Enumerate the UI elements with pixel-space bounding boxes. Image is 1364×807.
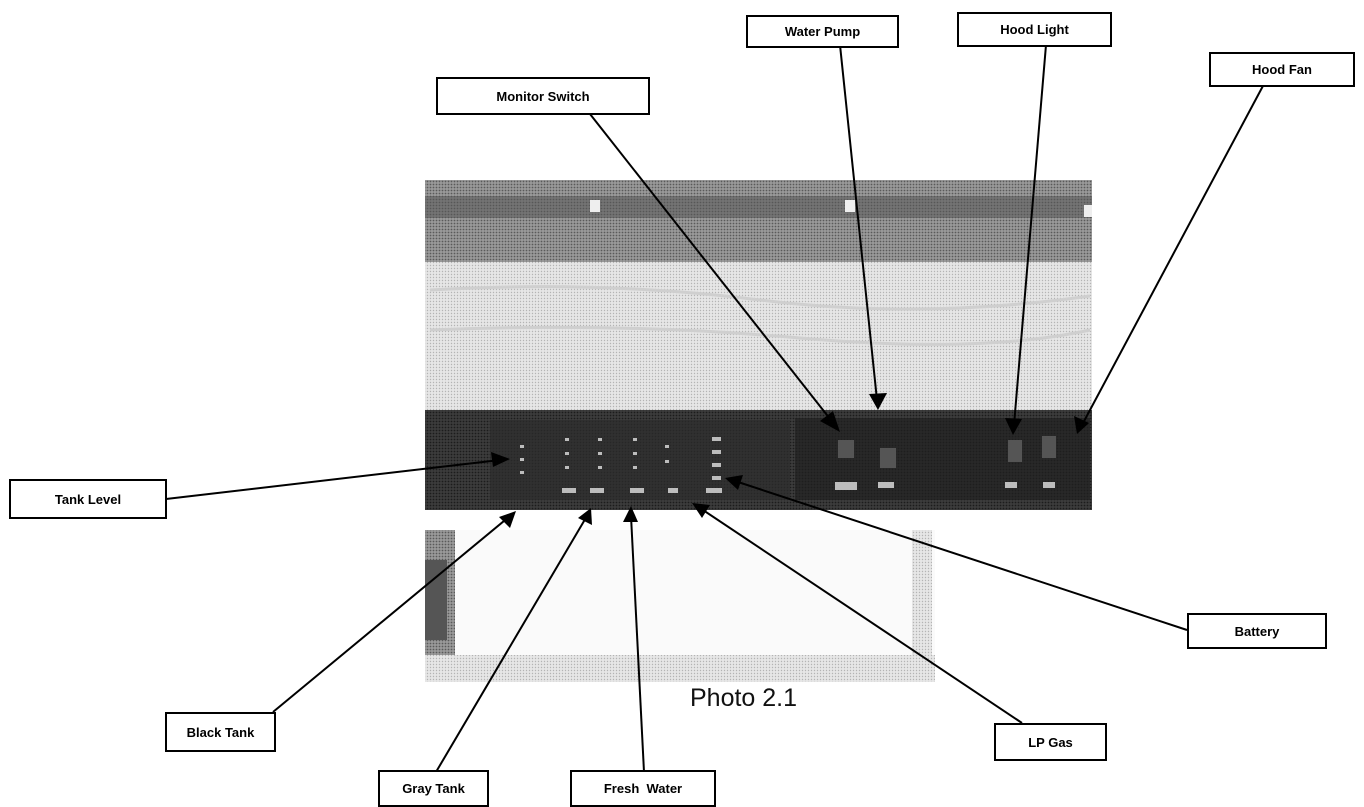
monitor-panel-face — [490, 420, 790, 500]
arrow-water-pump — [869, 393, 887, 410]
arrow-gray-tank — [578, 508, 592, 525]
lower-frame-right — [912, 530, 932, 660]
label-hood-fan: Hood Fan — [1209, 52, 1355, 87]
arrow-tank-level — [491, 452, 510, 467]
label-hood-light: Hood Light — [957, 12, 1112, 47]
arrow-battery — [725, 475, 743, 490]
wall-area — [425, 262, 1092, 412]
upper-cabinet — [425, 180, 1092, 262]
cabinet-light-1 — [590, 200, 600, 212]
leader-lines — [165, 44, 1265, 773]
label-lp-gas: LP Gas — [994, 723, 1107, 761]
leader-hood-fan — [1081, 83, 1265, 426]
arrow-monitor-switch — [820, 411, 840, 432]
leader-water-pump — [839, 44, 878, 401]
rocker-switches — [838, 436, 1056, 468]
label-water-pump: Water Pump — [746, 15, 899, 48]
photo-caption: Photo 2.1 — [690, 684, 798, 712]
cabinet-light-3 — [1084, 205, 1092, 217]
arrow-hood-light — [1005, 418, 1022, 435]
label-battery: Battery — [1187, 613, 1327, 649]
leader-monitor-switch — [589, 113, 835, 425]
label-black-tank: Black Tank — [165, 712, 276, 752]
leader-black-tank — [272, 515, 511, 713]
leader-fresh-water — [630, 515, 645, 773]
arrow-lp-gas — [692, 503, 710, 518]
leader-tank-level — [165, 459, 501, 500]
lower-frame-shadow — [425, 560, 447, 640]
leader-hood-light — [1013, 44, 1047, 426]
label-tank-level: Tank Level — [9, 479, 167, 519]
lower-frame-bottom — [425, 655, 935, 682]
label-monitor-switch: Monitor Switch — [436, 77, 650, 115]
label-gray-tank: Gray Tank — [378, 770, 489, 807]
arrow-black-tank — [499, 511, 516, 528]
wall-texture — [429, 285, 1091, 346]
cabinet-trim — [425, 196, 1092, 218]
cabinet-light-2 — [845, 200, 855, 212]
indicator-leds — [520, 437, 1055, 493]
arrow-hood-fan — [1074, 416, 1089, 434]
arrowheads — [491, 393, 1089, 528]
leader-lp-gas — [699, 507, 1023, 724]
label-fresh-water: Fresh Water — [570, 770, 716, 807]
leader-gray-tank — [435, 515, 588, 773]
arrow-fresh-water — [623, 506, 638, 522]
leader-battery — [734, 480, 1188, 631]
